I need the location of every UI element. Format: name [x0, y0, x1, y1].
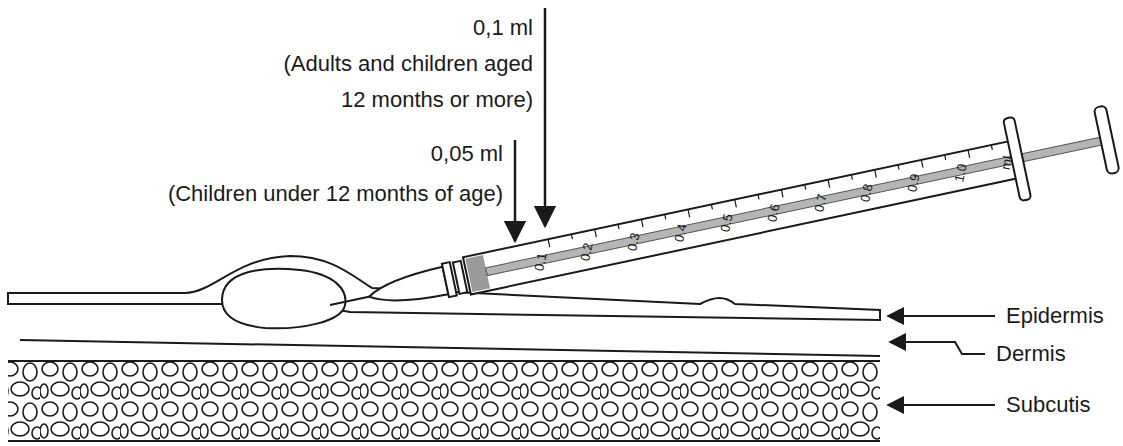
scale-tick [665, 214, 666, 219]
epidermis-layer [8, 256, 880, 320]
scale-tick [851, 175, 852, 180]
scale-tick [595, 229, 597, 237]
scale-tick [618, 224, 619, 229]
subcutis-bottom [8, 440, 880, 442]
dose-label: 0,1 ml [473, 10, 533, 46]
dose-arrow [544, 8, 547, 226]
scale-tick [781, 190, 783, 198]
scale-tick [898, 165, 899, 170]
scale-tick [945, 155, 946, 160]
dose-note: (Adults and children aged 12 months or m… [271, 46, 533, 118]
subcutis-layer [8, 362, 880, 440]
scale-tick [875, 170, 877, 178]
scale-tick [688, 209, 690, 217]
dermis-line [20, 340, 880, 356]
scale-tick [711, 205, 712, 210]
layer-name: Epidermis [1006, 298, 1104, 334]
scale-tick [548, 239, 550, 247]
dose-label: 0,05 ml [431, 136, 503, 172]
dose-note: (Children under 12 months of age) [168, 176, 503, 212]
intradermal-bleb [222, 269, 345, 329]
leader-line [890, 342, 985, 354]
syringe [321, 98, 1121, 346]
scale-tick [571, 234, 572, 239]
scale-tick [991, 145, 992, 150]
scale-tick [968, 150, 970, 158]
leader-line [888, 315, 995, 317]
scale-tick [921, 160, 923, 168]
scale-tick [828, 180, 830, 188]
dose-arrow [514, 140, 517, 241]
subcutis-top [8, 360, 880, 362]
scale-tick [805, 185, 806, 190]
leader-line [888, 404, 995, 406]
layer-name: Dermis [996, 336, 1066, 372]
scale-tick [735, 200, 737, 208]
scale-tick [758, 195, 759, 200]
scale-tick [641, 219, 643, 227]
layer-name: Subcutis [1006, 387, 1090, 423]
